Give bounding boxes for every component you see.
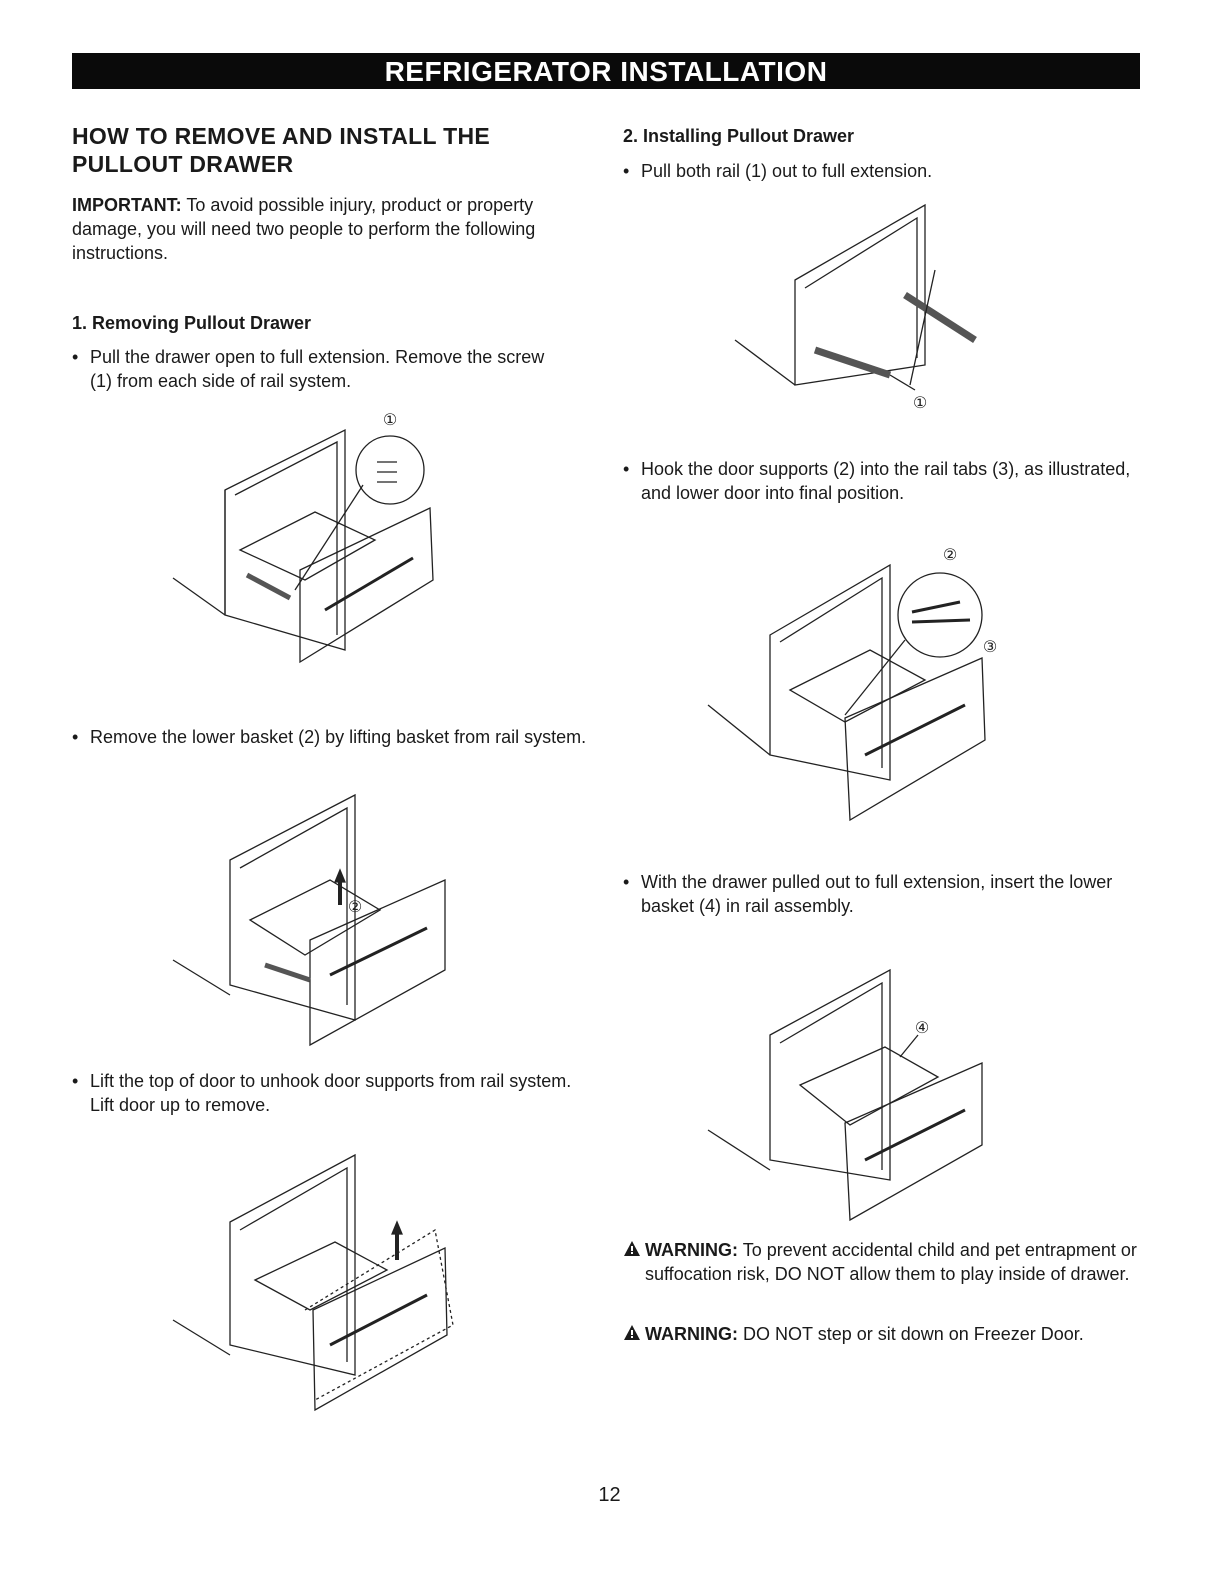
section-title: HOW TO REMOVE AND INSTALL THE PULLOUT DR… [72,123,491,177]
warning-1-text: To prevent accidental child and pet entr… [645,1240,1137,1284]
important-note: IMPORTANT: To avoid possible injury, pro… [72,193,592,265]
warning-1-label: WARNING: [645,1240,738,1260]
warning-2-text: DO NOT step or sit down on Freezer Door. [743,1324,1084,1344]
figure-rails-extended: ① [730,200,990,420]
removing-step-3: Lift the top of door to unhook door supp… [72,1069,590,1117]
important-label: IMPORTANT: [72,195,182,215]
installing-heading: 2. Installing Pullout Drawer [623,126,855,146]
warning-triangle-icon [623,1323,641,1347]
page-header-banner: REFRIGERATOR INSTALLATION [72,53,1140,89]
figure-rails-extended-illustration: ① [734,203,977,412]
figure-lift-door [165,1150,465,1415]
callout-rail-1: ① [913,393,927,412]
figure-remove-basket-illustration: ② [172,793,446,1047]
figure-remove-screw-illustration: ① [172,410,434,664]
callout-1: ① [383,410,397,429]
figure-insert-basket-illustration: ④ [707,968,983,1222]
page-number: 12 [598,1484,621,1506]
removing-step-1: Pull the drawer open to full extension. … [72,345,570,393]
callout-2: ② [348,897,362,916]
installing-step-1: Pull both rail (1) out to full extension… [623,159,1141,183]
figure-lift-door-illustration [172,1153,454,1412]
figure-hook-door-illustration: ② ③ [707,545,997,822]
removing-heading: 1. Removing Pullout Drawer [72,313,312,333]
warning-1: WARNING: To prevent accidental child and… [623,1238,1145,1286]
installing-step-3: With the drawer pulled out to full exten… [623,870,1141,918]
warning-triangle-icon [623,1239,641,1263]
important-text: To avoid possible injury, product or pro… [72,195,536,263]
callout-rail-tab-3: ③ [983,637,997,656]
figure-remove-basket: ② [165,790,455,1050]
warning-2: WARNING: DO NOT step or sit down on Free… [623,1322,1165,1346]
callout-door-support-2: ② [943,545,957,564]
figure-insert-basket: ④ [700,965,1000,1225]
callout-basket-4: ④ [915,1018,929,1037]
installing-step-2: Hook the door supports (2) into the rail… [623,457,1141,505]
figure-hook-door: ② ③ [700,540,1010,825]
figure-remove-screw: ① [165,400,445,670]
removing-step-2: Remove the lower basket (2) by lifting b… [72,725,590,749]
warning-2-label: WARNING: [645,1324,738,1344]
